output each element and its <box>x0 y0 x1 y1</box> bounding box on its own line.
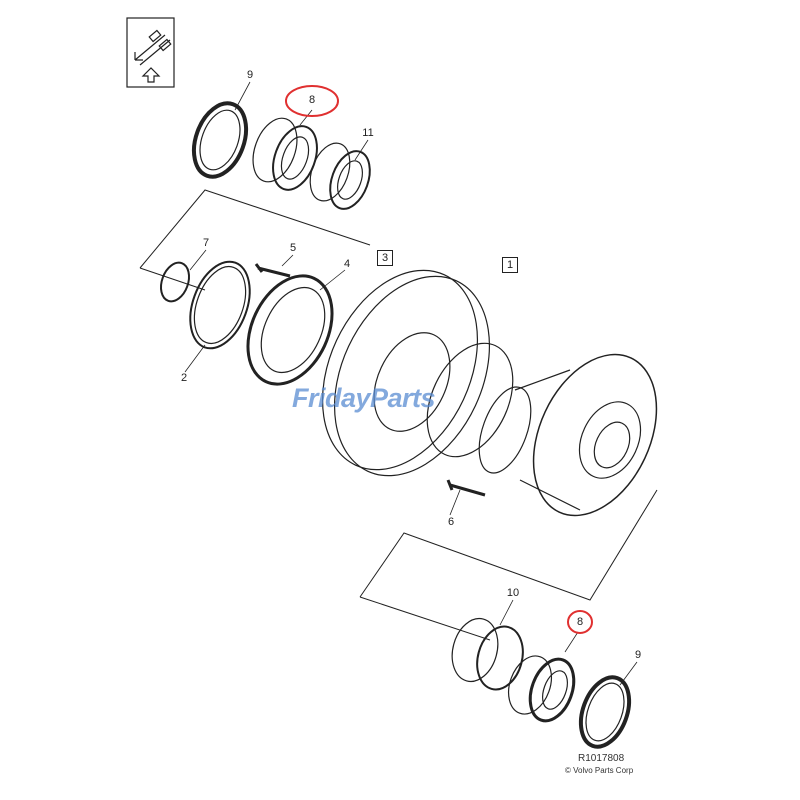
bearing-8-bottom <box>507 655 576 723</box>
screw-5 <box>254 263 291 278</box>
callout-4: 4 <box>343 258 351 270</box>
roller-cage-11 <box>309 142 371 210</box>
seal-9-top <box>191 101 249 179</box>
vehicle-direction-icon <box>126 17 175 88</box>
o-ring <box>426 342 514 458</box>
callout-6: 6 <box>447 516 455 528</box>
bolt-6 <box>446 479 486 497</box>
abs-ring-2 <box>189 260 251 350</box>
wheel-hub-1 <box>478 353 658 517</box>
highlight-circle-8-top <box>285 85 339 117</box>
boxed-callout-3: 3 <box>377 250 393 266</box>
highlight-circle-8-bottom <box>567 610 593 634</box>
callout-8-bottom: 8 <box>576 616 584 628</box>
callout-10: 10 <box>506 587 520 599</box>
cup-10 <box>451 617 524 691</box>
callout-7: 7 <box>202 237 210 249</box>
seal-9-bottom <box>578 675 632 749</box>
boxed-callout-1: 1 <box>502 257 518 273</box>
callout-9-bottom: 9 <box>634 649 642 661</box>
bearing-8-top <box>252 117 318 191</box>
ring-7 <box>159 261 191 303</box>
watermark: FridayParts <box>292 383 436 413</box>
callout-5: 5 <box>289 242 297 254</box>
callout-9-top: 9 <box>246 69 254 81</box>
sensor-ring-4 <box>246 274 334 386</box>
callout-2: 2 <box>180 372 188 384</box>
brake-disc-3 <box>321 269 491 477</box>
copyright: © Volvo Parts Corp <box>565 766 634 775</box>
callout-11: 11 <box>362 127 374 139</box>
callout-8-top: 8 <box>308 94 316 106</box>
reference-number: R1017808 <box>578 753 625 764</box>
